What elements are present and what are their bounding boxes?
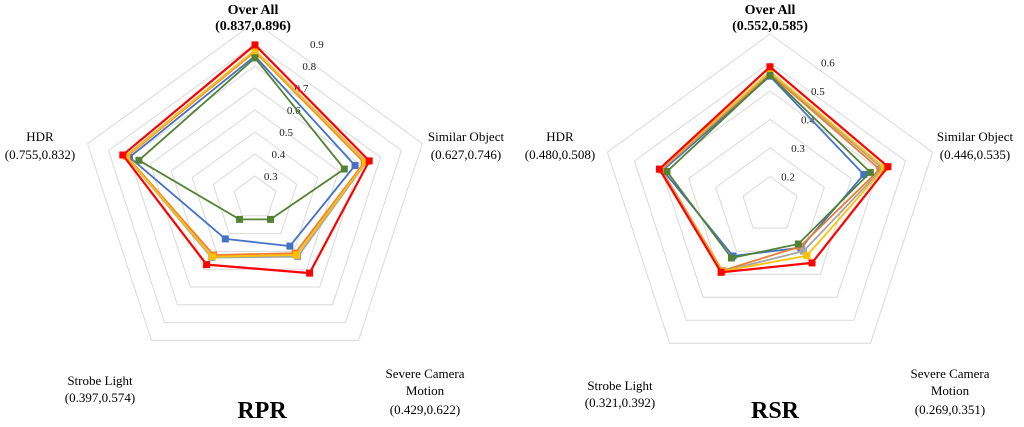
tick-label: 0.5: [279, 127, 293, 139]
data-point: [340, 165, 348, 173]
data-point: [860, 171, 868, 178]
series-line: [137, 57, 346, 221]
gridline: [688, 118, 852, 275]
data-point: [794, 240, 802, 248]
gridline: [742, 175, 798, 229]
tick-label: 0.4: [272, 149, 286, 161]
tick-label: 0.2: [781, 172, 795, 184]
axis-label: Motion: [406, 383, 445, 398]
series-line: [660, 73, 881, 272]
gridline: [107, 43, 403, 324]
data-point: [236, 215, 243, 223]
axis-label: Similar Object: [428, 129, 505, 144]
series-line: [659, 70, 886, 273]
data-point: [803, 252, 811, 260]
gridline: [606, 33, 934, 344]
gridline: [191, 131, 319, 252]
tick-label: 0.5: [811, 86, 825, 98]
axis-label: Severe Camera: [910, 366, 989, 381]
series-line: [128, 55, 356, 248]
data-point: [208, 253, 216, 261]
gridline: [633, 61, 907, 321]
data-point: [365, 157, 373, 165]
tick-label: 0.6: [287, 105, 301, 117]
axis-range-label: (0.480,0.508): [525, 147, 595, 162]
chart-title: RSR: [751, 398, 800, 424]
axis-label: Over All: [745, 3, 796, 18]
axis-range-label: (0.321,0.392): [585, 395, 655, 410]
data-point: [119, 151, 127, 159]
gridline: [128, 65, 382, 306]
radar-chart-rsr: 0.2 0.3 0.4 0.5 0.6 Over All(0.552,0.585) Simi…: [525, 3, 1014, 424]
tick-label: 0.4: [801, 115, 815, 127]
axis-label: Similar Object: [937, 129, 1014, 144]
tick-label: 0.9: [310, 39, 324, 51]
data-point: [362, 158, 369, 166]
data-point: [766, 68, 774, 76]
data-point: [866, 168, 874, 176]
data-point: [251, 47, 259, 55]
axis-label: Strobe Light: [67, 373, 133, 388]
gridline: [212, 153, 298, 235]
series-line: [666, 74, 872, 259]
tick-label: 0.3: [791, 143, 805, 155]
data-point: [766, 63, 774, 71]
gridline: [87, 21, 423, 341]
series-line: [125, 49, 367, 258]
series-line: [660, 71, 884, 273]
data-point: [286, 242, 294, 250]
axis-range-label: (0.397,0.574): [65, 390, 135, 405]
data-point: [717, 268, 725, 276]
radar-chart-rpr: 0.3 0.4 0.5 0.6 0.7 0.8 0.9 Over All(0.837,0.89…: [5, 3, 505, 424]
axis-range-label: (0.627,0.746): [431, 147, 501, 162]
axis-range-label: (0.552,0.585): [732, 19, 808, 34]
data-point: [292, 251, 300, 259]
data-point: [800, 247, 807, 255]
axis-range-label: (0.446,0.535): [940, 147, 1010, 162]
data-point: [808, 259, 816, 267]
tick-label: 0.3: [264, 171, 278, 183]
series-line: [126, 50, 366, 256]
axis-range-label: (0.429,0.622): [390, 402, 460, 417]
series-line: [658, 65, 890, 274]
axis-label: HDR: [26, 129, 54, 144]
data-point: [728, 254, 735, 262]
data-point: [251, 41, 259, 49]
data-point: [267, 215, 274, 223]
axis-range-label: (0.269,0.351): [915, 402, 985, 417]
series-line: [124, 49, 368, 259]
data-point: [135, 156, 143, 164]
series-line: [121, 43, 371, 275]
data-point: [306, 269, 314, 277]
data-point: [655, 165, 663, 173]
data-point: [884, 163, 892, 171]
axis-label: Severe Camera: [385, 366, 464, 381]
axis-label: Over All: [228, 3, 279, 18]
gridline: [233, 175, 277, 217]
chart-title: RPR: [237, 398, 287, 424]
tick-label: 0.8: [302, 61, 316, 73]
data-point: [766, 71, 774, 79]
series-line: [662, 75, 865, 257]
axis-range-label: (0.755,0.832): [5, 147, 75, 162]
tick-label: 0.7: [295, 83, 309, 95]
data-point: [203, 261, 211, 269]
axis-label: Motion: [931, 383, 970, 398]
axis-label: HDR: [546, 129, 574, 144]
data-point: [663, 168, 671, 175]
data-point: [351, 162, 359, 169]
axis-range-label: (0.837,0.896): [215, 19, 291, 34]
data-point: [221, 235, 229, 243]
tick-label: 0.6: [821, 58, 835, 70]
axis-label: Strobe Light: [587, 378, 653, 393]
data-point: [251, 54, 259, 62]
